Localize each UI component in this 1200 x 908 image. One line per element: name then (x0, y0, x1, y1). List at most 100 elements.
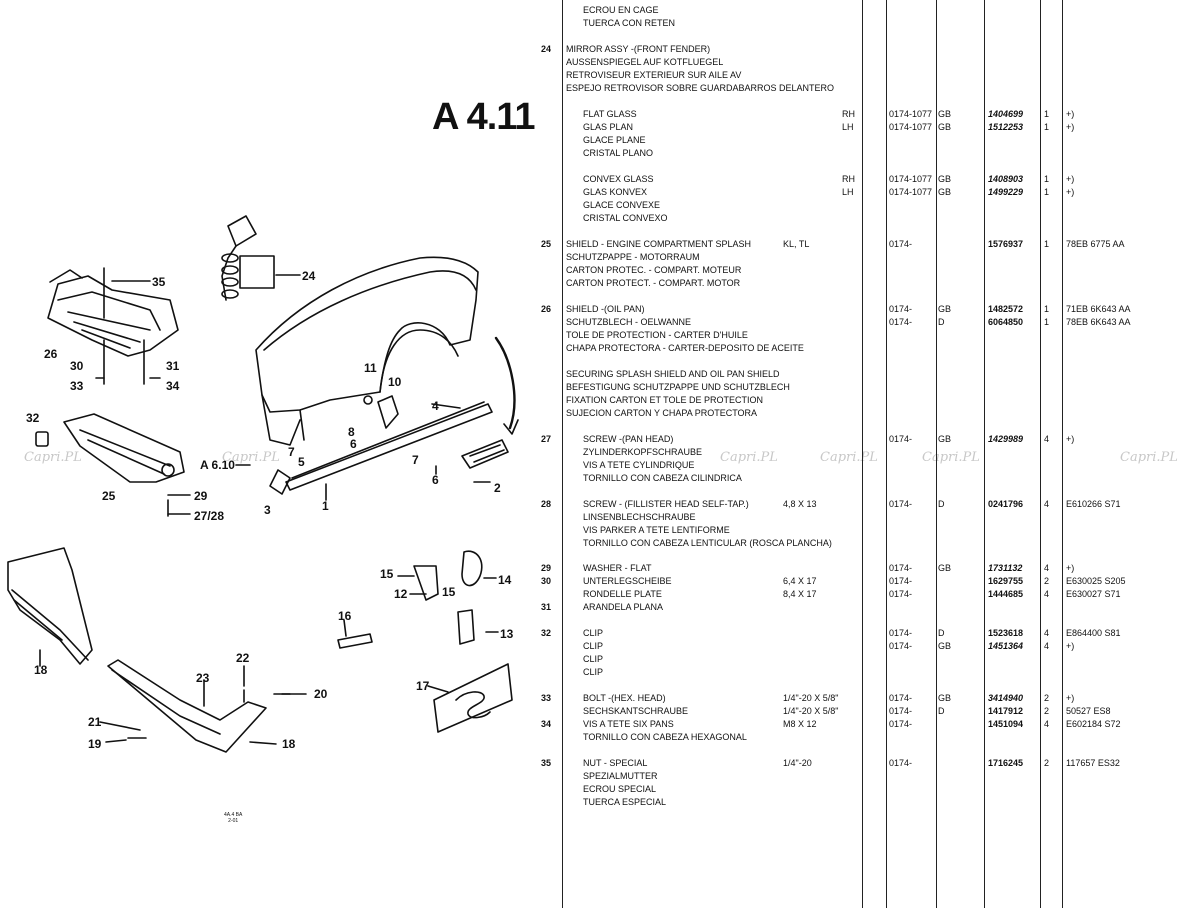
table-row: SCHUTZPAPPE - MOTORRAUM (0, 251, 1200, 264)
cell-desc: SECHSKANTSCHRAUBE (583, 706, 689, 716)
cell-desc: WASHER - FLAT (583, 563, 652, 573)
cell-desc: NUT - SPECIAL (583, 758, 648, 768)
cell-desc: TOLE DE PROTECTION - CARTER D'HUILE (566, 330, 748, 340)
cell-no: 28 (541, 499, 552, 509)
cell-rem: 71EB 6K643 AA (1066, 304, 1131, 314)
cell-qty: 1 (1044, 174, 1050, 184)
front-fender-drawing (255, 256, 479, 446)
cell-desc: ZYLINDERKOPFSCHRAUBE (583, 447, 703, 457)
cell-desc: GLACE PLANE (583, 135, 646, 145)
cell-model: 0174- (889, 628, 913, 638)
cell-mkt: D (938, 706, 945, 716)
table-row: TUERCA CON RETEN (0, 17, 1200, 30)
cell-part: 1499229 (988, 187, 1024, 197)
table-row: LINSENBLECHSCHRAUBE (0, 511, 1200, 524)
cell-part: 1523618 (988, 628, 1024, 638)
cell-rem: +) (1066, 122, 1075, 132)
column-rule (1062, 0, 1063, 908)
callout: 11 (364, 361, 377, 375)
callout: 1 (322, 499, 329, 513)
table-row: ECROU SPECIAL (0, 783, 1200, 796)
cell-desc: CLIP (583, 667, 604, 677)
watermark: Capri.PL (222, 450, 280, 465)
table-row: FIXATION CARTON ET TOLE DE PROTECTION (0, 394, 1200, 407)
cell-rem: +) (1066, 434, 1075, 444)
cell-qty: 2 (1044, 706, 1050, 716)
table-row: GLACE PLANE (0, 134, 1200, 147)
callout: 27/28 (194, 509, 224, 523)
cell-part: 1451364 (988, 641, 1024, 651)
cell-part: 1408903 (988, 174, 1024, 184)
cell-spec: M8 X 12 (783, 719, 817, 729)
cell-part: 1482572 (988, 304, 1024, 314)
table-row: SPEZIALMUTTER (0, 770, 1200, 783)
cell-mkt: GB (938, 187, 952, 197)
table-row: CARTON PROTECT. - COMPART. MOTOR (0, 277, 1200, 290)
table-row: CRISTAL CONVEXO (0, 212, 1200, 225)
cell-desc: CRISTAL CONVEXO (583, 213, 668, 223)
mirror-drawing (221, 215, 275, 301)
cell-part: 1629755 (988, 576, 1024, 586)
cell-part: 1731132 (988, 563, 1023, 573)
table-row: CHAPA PROTECTORA - CARTER-DEPOSITO DE AC… (0, 342, 1200, 355)
cell-rem: +) (1066, 109, 1075, 119)
cell-part: 1512253 (988, 122, 1024, 132)
watermark: Capri.PL (1120, 450, 1178, 465)
callout: 6 (432, 473, 439, 487)
callout: 6 (350, 437, 357, 451)
section-title: A 4.11 (432, 96, 535, 138)
cell-desc: ECROU EN CAGE (583, 5, 659, 15)
cell-spec: 6,4 X 17 (783, 576, 817, 586)
table-row: AUSSENSPIEGEL AUF KOTFLUEGEL (0, 56, 1200, 69)
cell-desc: VIS A TETE SIX PANS (583, 719, 674, 729)
cell-qty: 4 (1044, 641, 1050, 651)
watermark: Capri.PL (24, 450, 82, 465)
callout: A 6.10 (200, 458, 235, 472)
cell-part: 0241796 (988, 499, 1024, 509)
cell-desc: RONDELLE PLATE (583, 589, 662, 599)
column-rule (886, 0, 887, 908)
cell-desc: LINSENBLECHSCHRAUBE (583, 512, 696, 522)
callout: 31 (166, 359, 180, 373)
callout: 14 (498, 573, 512, 587)
callout: 10 (388, 375, 402, 389)
cell-rem: +) (1066, 641, 1075, 651)
callout-labels: 35 24 26 30 33 31 34 32 25 29 27/28 A 6.… (26, 269, 514, 751)
cell-mkt: GB (938, 109, 952, 119)
exploded-parts-diagram: 35 24 26 30 33 31 34 32 25 29 27/28 A 6.… (7, 215, 519, 753)
cell-no: 29 (541, 563, 552, 573)
cell-qty: 4 (1044, 563, 1050, 573)
callout: 25 (102, 489, 116, 503)
table-row: BEFESTIGUNG SCHUTZPAPPE UND SCHUTZBLECH (0, 381, 1200, 394)
cell-qty: 1 (1044, 109, 1050, 119)
table-row: RETROVISEUR EXTERIEUR SUR AILE AV (0, 69, 1200, 82)
column-rule (936, 0, 937, 908)
callout: 7 (288, 445, 295, 459)
cell-desc: GLAS PLAN (583, 122, 634, 132)
cell-mkt: GB (938, 304, 952, 314)
callout: 4 (432, 399, 439, 413)
cell-model: 0174- (889, 434, 913, 444)
cell-desc: SCREW -(PAN HEAD) (583, 434, 674, 444)
cell-no: 27 (541, 434, 552, 444)
cell-desc: SCHUTZBLECH - OELWANNE (566, 317, 692, 327)
cell-no: 26 (541, 304, 552, 314)
table-row: ESPEJO RETROVISOR SOBRE GUARDABARROS DEL… (0, 82, 1200, 95)
table-row: GLACE CONVEXE (0, 199, 1200, 212)
callout: 5 (298, 455, 305, 469)
callout: 29 (194, 489, 208, 503)
callout: 33 (70, 379, 84, 393)
column-rule (562, 0, 563, 908)
cell-desc: TORNILLO CON CABEZA HEXAGONAL (583, 732, 747, 742)
callout: 26 (44, 347, 58, 361)
cell-rem: 50527 ES8 (1066, 706, 1111, 716)
